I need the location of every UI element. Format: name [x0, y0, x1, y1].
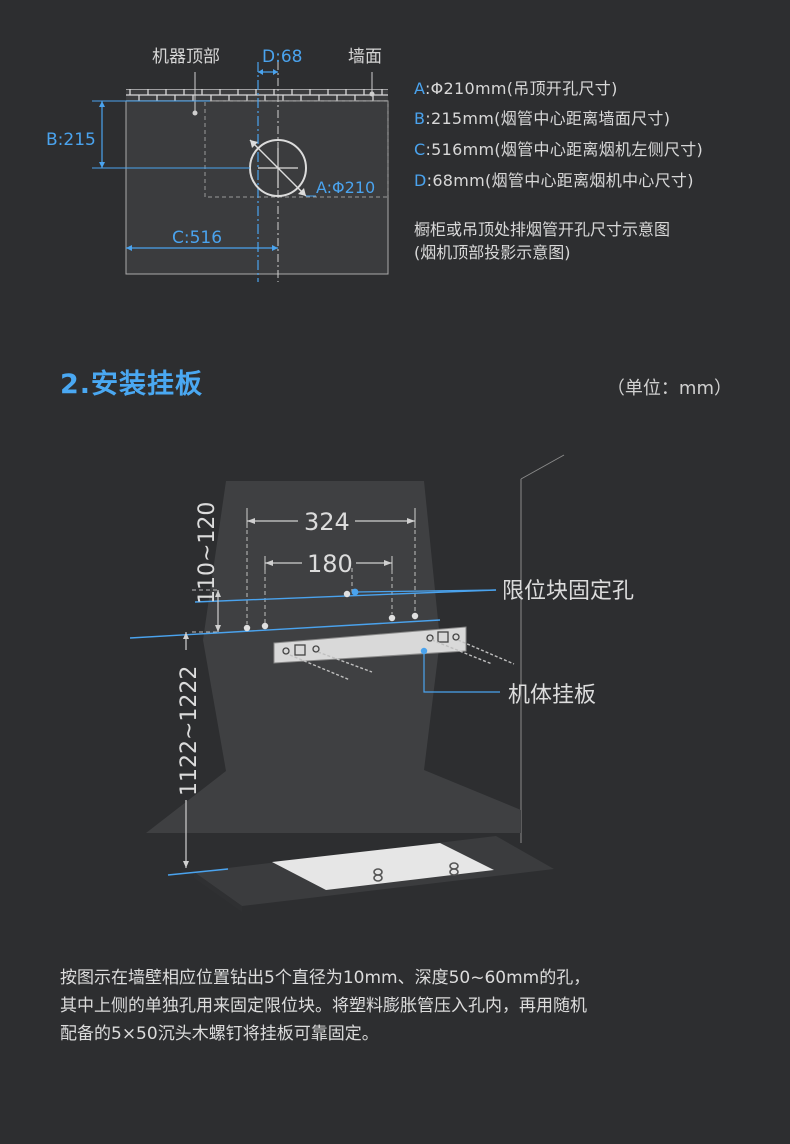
diagram-caption: 橱柜或吊顶处排烟管开孔尺寸示意图 (烟机顶部投影示意图) — [414, 218, 670, 264]
legend-item-b: B:215mm(烟管中心距离墙面尺寸) — [414, 105, 670, 129]
label-d-dimension: D:68 — [262, 47, 302, 67]
label-hanging-plate: 机体挂板 — [508, 683, 596, 708]
description-line-3: 配备的5×50沉头木螺钉将挂板可靠固定。 — [60, 1024, 379, 1044]
legend-text: :215mm(烟管中心距离墙面尺寸) — [425, 109, 671, 128]
label-wall: 墙面 — [348, 47, 382, 67]
label-limit-hole: 限位块固定孔 — [502, 579, 634, 604]
dim-180: 180 — [307, 550, 353, 578]
counter-level-line — [167, 868, 229, 876]
label-machine-top: 机器顶部 — [152, 47, 220, 67]
inner-projection-dashed — [204, 100, 389, 198]
install-diagram — [129, 454, 565, 912]
legend-key: A — [414, 79, 425, 98]
install-description: 按图示在墙壁相应位置钻出5个直径为10mm、深度50~60mm的孔， 其中上侧的… — [60, 964, 740, 1048]
label-b-dimension: B:215 — [46, 130, 96, 150]
ceiling-brick-strip — [126, 89, 388, 101]
description-line-2: 其中上侧的单独孔用来固定限位块。将塑料膨胀管压入孔内，再用随机 — [60, 996, 587, 1016]
caption-line-2: (烟机顶部投影示意图) — [414, 243, 571, 262]
label-a-dimension: A:Φ210 — [316, 178, 375, 197]
legend-item-c: C:516mm(烟管中心距离烟机左侧尺寸) — [414, 136, 703, 160]
label-c-dimension: C:516 — [172, 228, 222, 248]
dim-vertical-bottom: 1122~1222 — [177, 666, 202, 796]
legend-text: :Φ210mm(吊顶开孔尺寸) — [424, 79, 618, 98]
dim-324: 324 — [304, 508, 350, 536]
hanging-plate — [273, 626, 467, 664]
description-line-1: 按图示在墙壁相应位置钻出5个直径为10mm、深度50~60mm的孔， — [60, 968, 591, 988]
legend-item-a: A:Φ210mm(吊顶开孔尺寸) — [414, 75, 618, 99]
legend-key: C — [414, 140, 426, 159]
legend-key: D — [414, 171, 427, 190]
cooktop — [272, 843, 494, 890]
legend-text: :68mm(烟管中心距离烟机中心尺寸) — [426, 171, 694, 190]
legend-item-d: D:68mm(烟管中心距离烟机中心尺寸) — [414, 167, 694, 191]
top-projection-diagram — [92, 62, 389, 282]
plate-level-line — [129, 619, 441, 639]
legend-text: :516mm(烟管中心距离烟机左侧尺寸) — [425, 140, 704, 159]
unit-note: （单位：mm） — [606, 378, 732, 399]
section-title: 2.安装挂板 — [60, 369, 204, 400]
caption-line-1: 橱柜或吊顶处排烟管开孔尺寸示意图 — [414, 220, 671, 239]
dim-vertical-top: 110~120 — [195, 502, 220, 604]
legend-key: B — [414, 109, 426, 128]
